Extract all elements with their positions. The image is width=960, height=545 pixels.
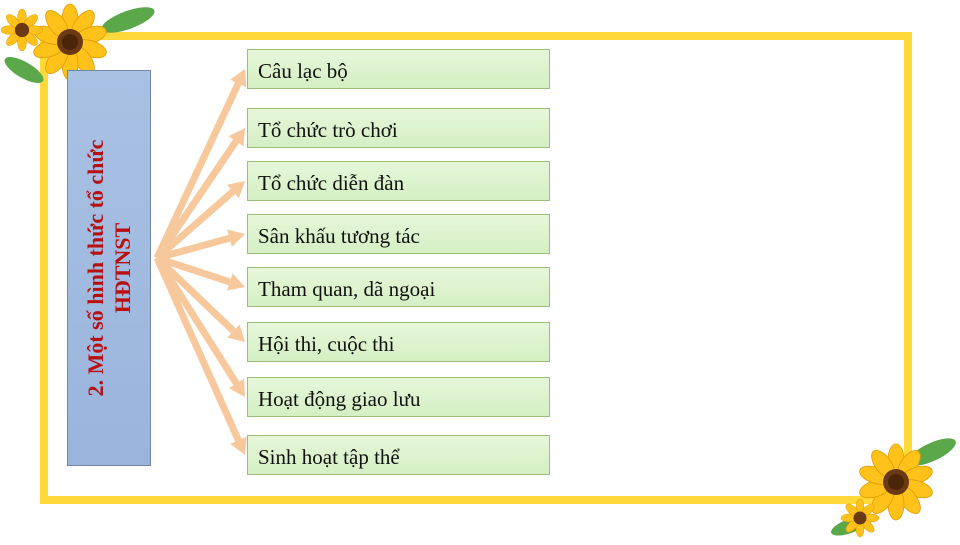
arrow-shaft-4 <box>155 254 231 286</box>
arrow-shaft-2 <box>154 188 236 261</box>
arrow-icon <box>227 324 245 342</box>
arrow-shaft-3 <box>156 234 231 262</box>
item-label: Tổ chức trò chơi <box>258 118 398 142</box>
item-label: Tham quan, dã ngoại <box>258 277 436 301</box>
arrow-icon <box>227 229 245 247</box>
sunflower-icon <box>0 0 170 95</box>
item-box-san-khau-tuong-tac: Sân khấu tương tác <box>247 214 550 254</box>
sunflower-icon <box>820 430 960 540</box>
arrow-shaft-6 <box>154 256 240 386</box>
item-label: Hội thi, cuộc thi <box>258 332 395 356</box>
arrow-icon <box>230 436 247 455</box>
item-box-hoat-dong-giao-luu: Hoạt động giao lưu <box>247 377 550 417</box>
item-label: Tổ chức diễn đàn <box>258 171 405 195</box>
arrow-icon <box>228 128 245 147</box>
arrow-icon <box>226 273 245 291</box>
item-box-hoi-thi-cuoc-thi: Hội thi, cuộc thi <box>247 322 550 362</box>
item-label: Sân khấu tương tác <box>258 224 420 248</box>
item-box-cau-lac-bo: Câu lạc bộ <box>247 49 550 89</box>
item-box-to-chuc-tro-choi: Tổ chức trò chơi <box>247 108 550 148</box>
arrow-icon <box>230 69 247 88</box>
arrow-shaft-0 <box>153 82 242 260</box>
item-box-tham-quan-da-ngoai: Tham quan, dã ngoại <box>247 267 550 307</box>
arrow-shaft-1 <box>154 139 239 260</box>
arrow-shaft-7 <box>153 256 242 442</box>
item-label: Sinh hoạt tập thể <box>258 445 400 469</box>
arrow-shaft-5 <box>154 255 236 334</box>
item-label: Hoạt động giao lưu <box>258 387 421 411</box>
main-topic-box <box>67 70 151 466</box>
item-box-sinh-hoat-tap-the: Sinh hoạt tập thể <box>247 435 550 475</box>
arrow-icon <box>227 181 245 199</box>
item-box-to-chuc-dien-dan: Tổ chức diễn đàn <box>247 161 550 201</box>
item-label: Câu lạc bộ <box>258 59 348 83</box>
slide-frame <box>40 32 912 504</box>
arrow-icon <box>228 378 245 397</box>
